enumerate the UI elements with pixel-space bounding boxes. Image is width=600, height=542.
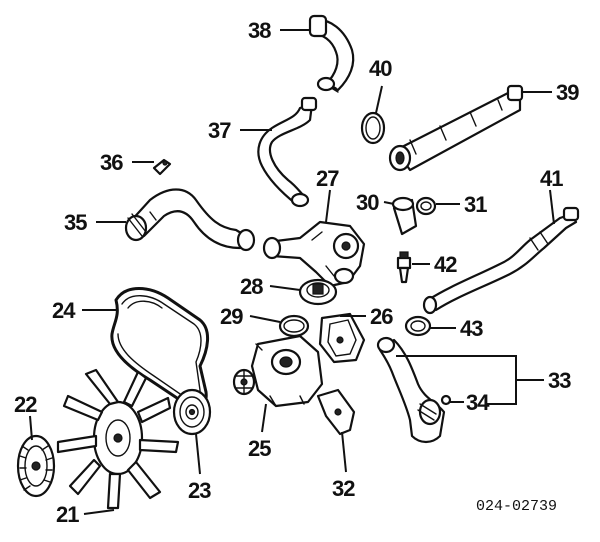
leader-29 [249,315,281,323]
part-32-bracket[interactable] [316,388,356,436]
callout-39: 39 [556,80,579,105]
part-43-o-ring[interactable] [404,315,432,337]
part-29-gasket[interactable] [278,314,310,338]
part-36-clip[interactable] [152,158,172,176]
part-39-distribution-pipe[interactable] [388,84,524,172]
callout-41: 41 [540,166,563,191]
callout-28: 28 [240,274,263,299]
part-41-coolant-pipe[interactable] [422,206,580,315]
callout-42: 42 [434,252,457,277]
part-42-temperature-sensor[interactable] [396,251,412,284]
callout-36: 36 [100,150,123,175]
leader-30 [383,201,395,205]
diagram-code: 024-02739 [476,498,557,515]
leader-41 [549,189,555,225]
callout-40: 40 [369,56,392,81]
part-37-y-hose[interactable] [257,96,318,208]
part-23-pulley[interactable] [172,388,212,436]
part-38-upper-radiator-hose[interactable] [308,14,355,93]
leader-23 [195,433,201,475]
callout-37: 37 [208,118,231,143]
callout-43: 43 [460,316,483,341]
part-33-bypass-hose[interactable] [376,336,446,444]
part-21-fan-blade[interactable] [56,368,180,510]
callouts: 38 40 39 37 36 27 30 31 41 35 42 28 24 2… [14,18,580,527]
part-35-lower-hose[interactable] [124,188,256,252]
callout-34: 34 [466,390,490,415]
callout-30: 30 [356,190,379,215]
leader-28 [269,285,301,291]
callout-24: 24 [52,298,76,323]
callout-31: 31 [464,192,487,217]
callout-23: 23 [188,478,211,503]
callout-22: 22 [14,392,37,417]
part-26-gasket[interactable] [318,312,366,364]
part-30-pipe-connector[interactable] [391,196,418,236]
leader-40 [375,85,383,114]
callout-29: 29 [220,304,243,329]
callout-35: 35 [64,210,87,235]
leader-lines [29,29,555,515]
leader-25 [261,403,267,433]
callout-26: 26 [370,304,393,329]
callout-38: 38 [248,18,271,43]
callout-27: 27 [316,166,339,191]
part-22-fan-clutch[interactable] [16,434,56,498]
callout-21: 21 [56,502,79,527]
part-34-hose-clamp[interactable] [440,394,452,406]
leader-22 [29,415,33,441]
callout-25: 25 [248,436,271,461]
part-27-thermostat-housing[interactable] [262,220,366,288]
callout-33: 33 [548,368,571,393]
part-31-o-ring[interactable] [415,196,437,216]
part-28-thermostat[interactable] [298,278,338,306]
part-40-o-ring[interactable] [360,111,386,145]
leader-21 [83,509,115,515]
callout-32: 32 [332,476,355,501]
leader-27 [325,189,331,223]
part-25-water-pump[interactable] [232,334,324,408]
leader-32 [341,431,347,473]
